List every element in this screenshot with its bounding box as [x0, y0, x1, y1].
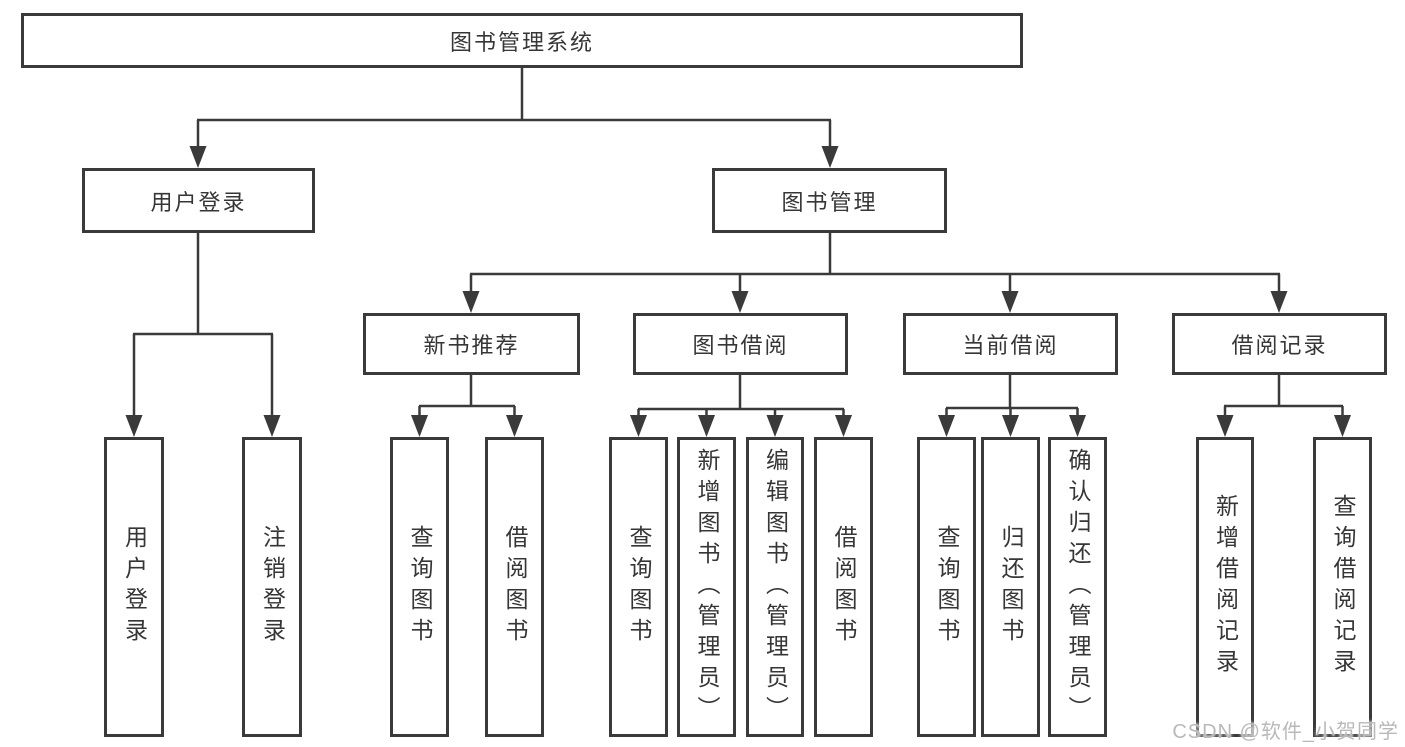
- node-user-login: 用户登录: [82, 168, 315, 233]
- leaf-current-confirm-return-admin: 确认归还（管理员）: [1048, 437, 1107, 737]
- leaf-recommend-borrow-books: 借阅图书: [485, 437, 544, 737]
- leaf-borrow-add-books-admin: 新增图书（管理员）: [677, 437, 736, 737]
- node-book-management: 图书管理: [712, 168, 947, 233]
- leaf-recommend-borrow-books-label: 借阅图书: [502, 525, 528, 649]
- leaf-borrow-borrow-books-label: 借阅图书: [831, 525, 857, 649]
- leaf-records-add-record: 新增借阅记录: [1196, 437, 1254, 737]
- leaf-records-query-record-label: 查询借阅记录: [1330, 494, 1356, 680]
- leaf-recommend-query-books-label: 查询图书: [407, 525, 433, 649]
- leaf-logout-label: 注销登录: [259, 525, 286, 649]
- node-borrow-records: 借阅记录: [1172, 313, 1387, 375]
- leaf-borrow-query-books-label: 查询图书: [626, 525, 652, 649]
- leaf-current-query-books-label: 查询图书: [934, 525, 960, 649]
- node-current-borrow: 当前借阅: [903, 313, 1118, 375]
- leaf-current-query-books: 查询图书: [917, 437, 976, 737]
- leaf-user-login: 用户登录: [104, 437, 164, 737]
- leaf-borrow-add-books-admin-label: 新增图书（管理员）: [694, 447, 720, 727]
- node-book-borrow: 图书借阅: [633, 313, 848, 375]
- leaf-recommend-query-books: 查询图书: [390, 437, 449, 737]
- leaf-user-login-label: 用户登录: [121, 525, 148, 649]
- leaf-borrow-edit-books-admin: 编辑图书（管理员）: [746, 437, 804, 737]
- leaf-current-confirm-return-admin-label: 确认归还（管理员）: [1065, 447, 1091, 727]
- leaf-records-add-record-label: 新增借阅记录: [1212, 494, 1239, 680]
- leaf-records-query-record: 查询借阅记录: [1313, 437, 1372, 737]
- leaf-borrow-edit-books-admin-label: 编辑图书（管理员）: [762, 447, 789, 727]
- leaf-current-return-books: 归还图书: [981, 437, 1040, 737]
- leaf-current-return-books-label: 归还图书: [998, 525, 1024, 649]
- leaf-logout: 注销登录: [242, 437, 302, 737]
- node-new-book-recommend: 新书推荐: [363, 313, 580, 375]
- node-root-library-system: 图书管理系统: [21, 13, 1023, 68]
- leaf-borrow-query-books: 查询图书: [609, 437, 668, 737]
- leaf-borrow-borrow-books: 借阅图书: [814, 437, 873, 737]
